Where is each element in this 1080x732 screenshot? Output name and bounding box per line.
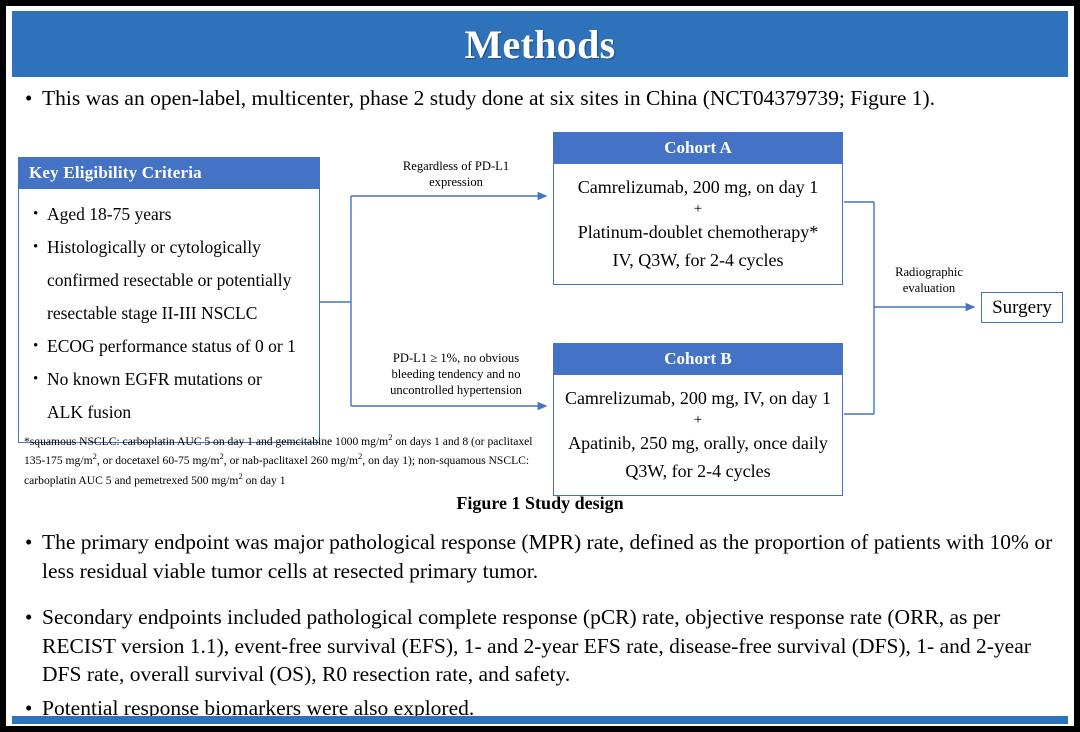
cohort-a-line-3: IV, Q3W, for 2-4 cycles — [612, 250, 784, 270]
footnote-sup-5: 2 — [238, 470, 243, 481]
bullet-marker-icon: • — [25, 605, 33, 629]
connector-label-line: expression — [429, 175, 483, 189]
list-item-continuation: resectable stage II-III NSCLC — [25, 298, 311, 329]
bottom-accent-bar — [12, 716, 1068, 724]
list-item-label: Histologically or cytologically — [47, 237, 261, 257]
connector-label-line: Radiographic — [895, 265, 963, 279]
footnote-seg-6: on day 1 — [242, 473, 286, 487]
page-title: Methods — [464, 21, 616, 67]
connector-label-regardless-pdl1: Regardless of PD-L1 expression — [376, 158, 536, 190]
connector-label-pdl1-criteria: PD-L1 ≥ 1%, no obvious bleeding tendency… — [361, 350, 551, 398]
footnote-sup-3: 2 — [219, 451, 224, 462]
connector-label-line: evaluation — [902, 281, 956, 295]
list-item-label: ECOG performance status of 0 or 1 — [47, 336, 296, 356]
cohort-a-header: Cohort A — [554, 133, 842, 164]
footnote-sup-1: 2 — [388, 432, 393, 442]
list-item-label: Aged 18-75 years — [47, 204, 172, 224]
footnote-sup-4: 2 — [358, 451, 363, 462]
primary-endpoint-text: The primary endpoint was major pathologi… — [42, 530, 1053, 583]
chemotherapy-footnote: *squamous NSCLC: carboplatin AUC 5 on da… — [24, 430, 546, 488]
cohort-b-plus: + — [693, 412, 703, 428]
bullet-marker-icon: • — [25, 696, 33, 720]
cohort-b-header: Cohort B — [554, 344, 842, 375]
list-item-label: confirmed resectable or potentially — [47, 270, 292, 290]
slide-canvas: Methods • This was an open-label, multic… — [6, 6, 1074, 726]
surgery-label: Surgery — [992, 296, 1052, 318]
list-item-label: ALK fusion — [47, 402, 132, 422]
intro-bullet-text: This was an open-label, multicenter, pha… — [42, 86, 936, 110]
footnote-seg-2: on days 1 and 8 (or paclitaxel 135-175 m… — [24, 434, 533, 468]
list-item: • Histologically or cytologically — [25, 232, 311, 263]
slide-title-banner: Methods — [12, 11, 1068, 77]
secondary-endpoint-bullet: • Secondary endpoints included pathologi… — [20, 603, 1068, 689]
list-item: • Aged 18-75 years — [25, 199, 311, 230]
cohort-a-line-1: Camrelizumab, 200 mg, on day 1 — [577, 177, 819, 197]
bullet-marker-icon: • — [25, 530, 33, 554]
bullet-marker-icon: • — [25, 86, 33, 110]
list-item-label: resectable stage II-III NSCLC — [47, 303, 258, 323]
list-item-continuation: confirmed resectable or potentially — [25, 265, 311, 296]
list-item-continuation: ALK fusion — [25, 397, 311, 428]
bullet-marker-icon: • — [33, 239, 39, 255]
cohort-b-line-1: Camrelizumab, 200 mg, IV, on day 1 — [564, 388, 832, 408]
cohort-a-box: Cohort A Camrelizumab, 200 mg, on day 1 … — [553, 132, 843, 285]
bullet-marker-icon: • — [33, 338, 39, 354]
footnote-seg-1: *squamous NSCLC: carboplatin AUC 5 on da… — [24, 434, 389, 448]
list-item: • ECOG performance status of 0 or 1 — [25, 331, 311, 362]
footnote-sup-2: 2 — [92, 451, 97, 462]
connector-label-line: uncontrolled hypertension — [390, 383, 522, 397]
cohort-b-line-3: Q3W, for 2-4 cycles — [625, 461, 771, 481]
bullet-marker-icon: • — [33, 206, 39, 222]
cohort-b-box: Cohort B Camrelizumab, 200 mg, IV, on da… — [553, 343, 843, 496]
connector-label-line: PD-L1 ≥ 1%, no obvious — [392, 351, 520, 365]
cohort-b-body: Camrelizumab, 200 mg, IV, on day 1 + Apa… — [554, 375, 842, 495]
list-item-label: No known EGFR mutations or — [47, 369, 262, 389]
intro-bullet: • This was an open-label, multicenter, p… — [20, 84, 1065, 113]
cohort-a-plus: + — [693, 201, 703, 217]
eligibility-list: • Aged 18-75 years • Histologically or c… — [19, 189, 319, 442]
bullet-marker-icon: • — [33, 371, 39, 387]
eligibility-criteria-box: Key Eligibility Criteria • Aged 18-75 ye… — [18, 157, 320, 443]
figure-caption: Figure 1 Study design — [456, 493, 624, 513]
connector-label-radiographic-evaluation: Radiographic evaluation — [884, 264, 974, 296]
footnote-seg-3: , or docetaxel 60-75 mg/m — [96, 454, 220, 468]
connector-label-line: bleeding tendency and no — [391, 367, 521, 381]
surgery-box: Surgery — [981, 292, 1063, 323]
cohort-a-body: Camrelizumab, 200 mg, on day 1 + Platinu… — [554, 164, 842, 284]
list-item: • No known EGFR mutations or — [25, 364, 311, 395]
connector-label-line: Regardless of PD-L1 — [402, 159, 510, 173]
cohort-b-line-2: Apatinib, 250 mg, orally, once daily — [568, 433, 828, 453]
footnote-seg-5: , on day 1); non-squamous NSCLC: carbopl… — [24, 454, 530, 487]
eligibility-header: Key Eligibility Criteria — [19, 158, 319, 189]
cohort-a-line-2: Platinum-doublet chemotherapy* — [577, 222, 819, 242]
footnote-seg-4: , or nab-paclitaxel 260 mg/m — [223, 454, 359, 468]
secondary-endpoint-text: Secondary endpoints included pathologica… — [42, 605, 1031, 686]
primary-endpoint-bullet: • The primary endpoint was major patholo… — [20, 528, 1065, 585]
